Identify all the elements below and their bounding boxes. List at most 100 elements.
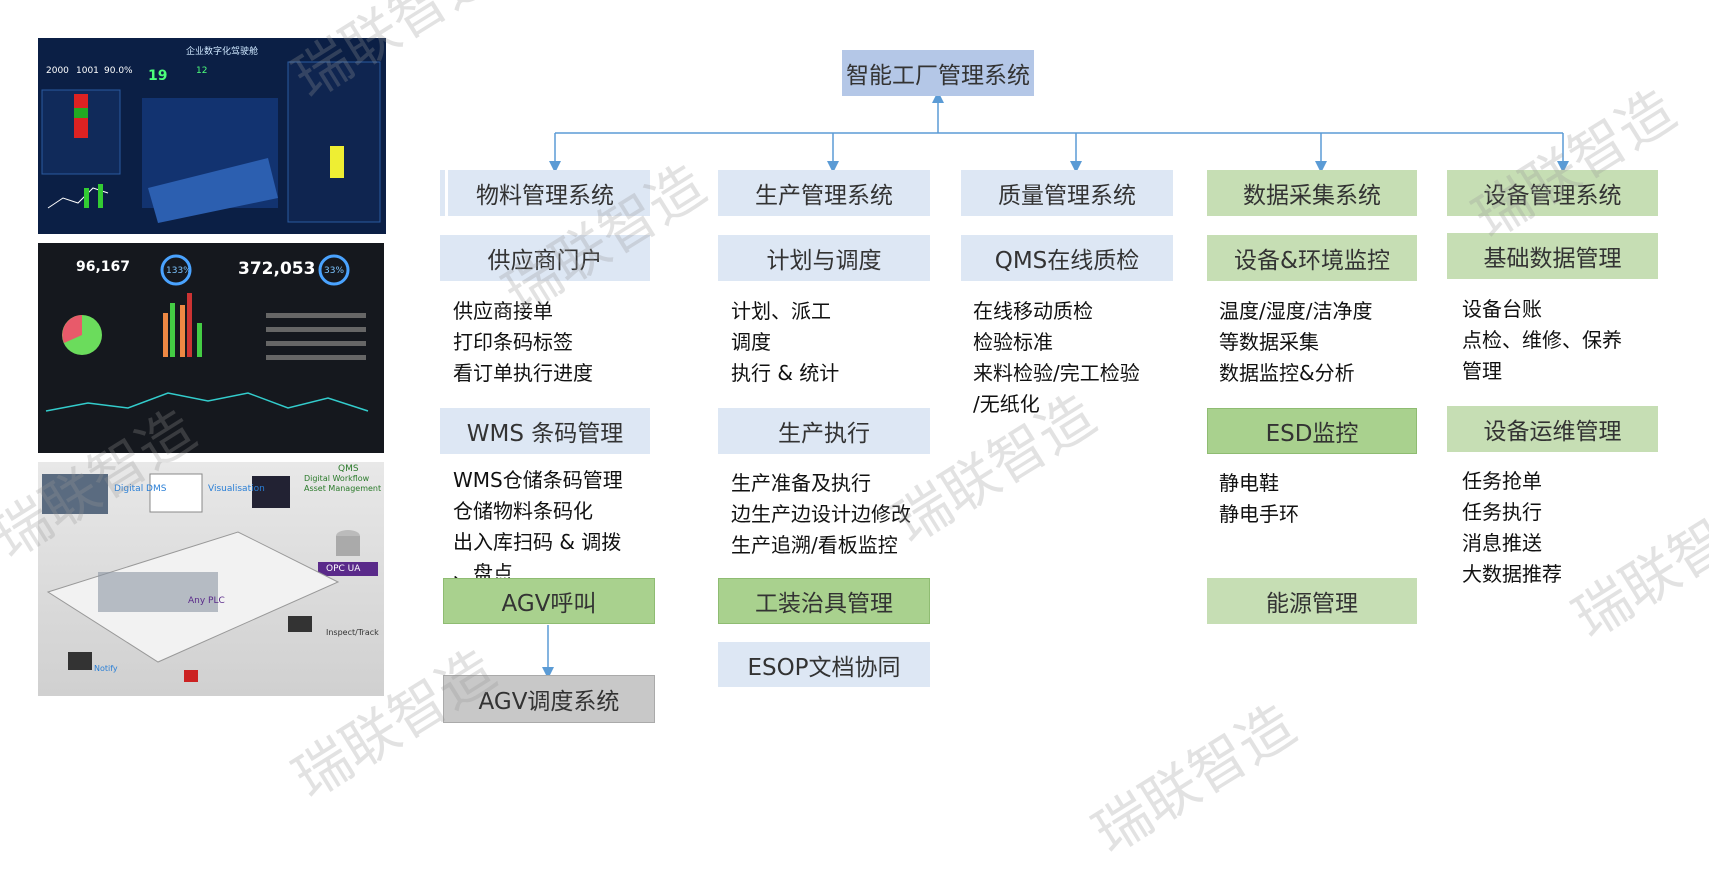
section-label: 设备运维管理 [1483,419,1622,445]
section-label: ESD监控 [1265,421,1359,447]
section-production-exec: 生产执行 [718,408,930,454]
section-env-monitor: 设备&环境监控 [1207,235,1417,281]
section-label: AGV呼叫 [501,591,597,617]
list-item: 在线移动质检 [973,299,1093,323]
section-label: 设备&环境监控 [1234,248,1390,274]
list-item: 数据监控&分析 [1219,361,1355,385]
column-header-quality: 质量管理系统 [961,170,1173,216]
list-item: 出入库扫码 & 调拨 [453,530,622,554]
wms-list: WMS仓储条码管理 仓储物料条码化 出入库扫码 & 调拨 、盘点 [453,465,623,589]
dashboard-screenshot: 企业数字化驾驶舱 2000 1001 90.0% 19 12 4 [38,38,386,234]
section-wms-barcode: WMS 条码管理 [440,408,650,454]
section-esop: ESOP文档协同 [718,642,930,687]
kpi-value: 1001 [76,66,99,76]
list-item: 打印条码标签 [453,330,573,354]
list-item: 计划、派工 [731,299,831,323]
section-label: 能源管理 [1266,591,1358,617]
list-item: 消息推送 [1462,531,1542,555]
dashboard-title: 企业数字化驾驶舱 [186,47,259,57]
list-item: 大数据推荐 [1462,562,1562,586]
factory-label: QMS [338,464,359,474]
section-label: 计划与调度 [766,248,882,274]
column-header-production: 生产管理系统 [718,170,930,216]
section-label: AGV调度系统 [478,689,620,715]
list-item: 静电手环 [1219,502,1299,526]
factory-label: Notify [94,664,118,673]
factory-label: Digital DMS [114,484,167,494]
kpi-value: 12 [196,66,208,76]
list-item: 生产准备及执行 [731,471,871,495]
section-agv-call: AGV呼叫 [443,578,655,624]
list-item: 仓储物料条码化 [453,499,593,523]
sales-dashboard-screenshot: 96,167 372,053 133% 33% [38,243,384,453]
dashboard-graphics [41,61,381,223]
list-item: 看订单执行进度 [453,361,593,385]
kpi-percent: 33% [324,266,345,276]
header-label: 数据采集系统 [1243,183,1381,209]
list-item: 检验标准 [973,330,1053,354]
supplier-portal-list: 供应商接单 打印条码标签 看订单执行进度 [453,296,593,389]
factory-label: Asset Management [304,484,382,493]
factory-label: Inspect/Track [326,628,379,637]
list-item: WMS仓储条码管理 [453,468,623,492]
list-item: 温度/湿度/洁净度 [1219,299,1373,323]
section-label: QMS在线质检 [994,248,1140,274]
header-label: 质量管理系统 [998,183,1136,209]
column-header-equipment: 设备管理系统 [1447,170,1658,216]
kpi-percent: 133% [166,266,192,276]
section-basic-data: 基础数据管理 [1447,233,1658,279]
section-label: WMS 条码管理 [466,421,624,447]
basic-data-list: 设备台账 点检、维修、保养 管理 [1462,294,1622,387]
qms-list: 在线移动质检 检验标准 来料检验/完工检验 /无纸化 [973,296,1140,420]
list-item: 边生产边设计边修改 [731,502,911,526]
list-item: 静电鞋 [1219,471,1279,495]
section-maintenance: 设备运维管理 [1447,406,1658,452]
kpi-value: 2000 [46,66,69,76]
section-planning: 计划与调度 [718,235,930,281]
section-label: ESOP文档协同 [747,654,901,681]
list-item: /无纸化 [973,392,1040,416]
top-system-title: 智能工厂管理系统 [846,63,1030,89]
env-monitor-list: 温度/湿度/洁净度 等数据采集 数据监控&分析 [1219,296,1372,389]
factory-label: Digital Workflow [304,474,370,483]
list-item: 等数据采集 [1219,330,1319,354]
kpi-value: 19 [148,68,168,84]
maintenance-list: 任务抢单 任务执行 消息推送 大数据推荐 [1462,466,1562,590]
kpi-number: 372,053 [238,259,316,279]
factory-label: OPC UA [326,564,361,574]
kpi-value: 90.0% [104,66,133,76]
column-header-data-collection: 数据采集系统 [1207,170,1417,216]
top-system-box: 智能工厂管理系统 [842,50,1034,96]
list-item: 生产追溯/看板监控 [731,533,898,557]
section-energy: 能源管理 [1207,578,1417,624]
list-item: 任务执行 [1462,500,1542,524]
list-item: 来料检验/完工检验 [973,361,1140,385]
header-label: 物料管理系统 [476,183,614,209]
section-qms: QMS在线质检 [961,235,1173,281]
section-tooling: 工装治具管理 [718,578,930,624]
section-agv-dispatch: AGV调度系统 [443,675,655,723]
section-supplier-portal: 供应商门户 [440,235,650,281]
list-item: 调度 [731,330,771,354]
list-item: 任务抢单 [1462,469,1542,493]
factory-label: Visualisation [208,484,265,494]
header-label: 设备管理系统 [1483,183,1622,209]
section-label: 工装治具管理 [755,591,893,617]
section-label: 供应商门户 [487,248,603,274]
list-item: 点检、维修、保养 [1462,328,1622,352]
column-header-material: 物料管理系统 [440,170,650,216]
list-item: 执行 & 统计 [731,361,840,385]
sales-charts [45,254,369,412]
section-label: 基础数据管理 [1483,246,1622,272]
connector-lines [542,91,1569,679]
factory-illustration: Digital DMS Visualisation QMS Digital Wo… [38,462,384,696]
list-item: 供应商接单 [453,299,553,323]
esd-list: 静电鞋 静电手环 [1219,468,1299,530]
production-exec-list: 生产准备及执行 边生产边设计边修改 生产追溯/看板监控 [731,468,911,561]
header-label: 生产管理系统 [755,183,893,209]
section-esd: ESD监控 [1207,408,1417,454]
section-label: 生产执行 [778,421,870,447]
planning-list: 计划、派工 调度 执行 & 统计 [731,296,839,389]
factory-label: Any PLC [188,596,225,606]
factory-graphics [42,473,378,682]
